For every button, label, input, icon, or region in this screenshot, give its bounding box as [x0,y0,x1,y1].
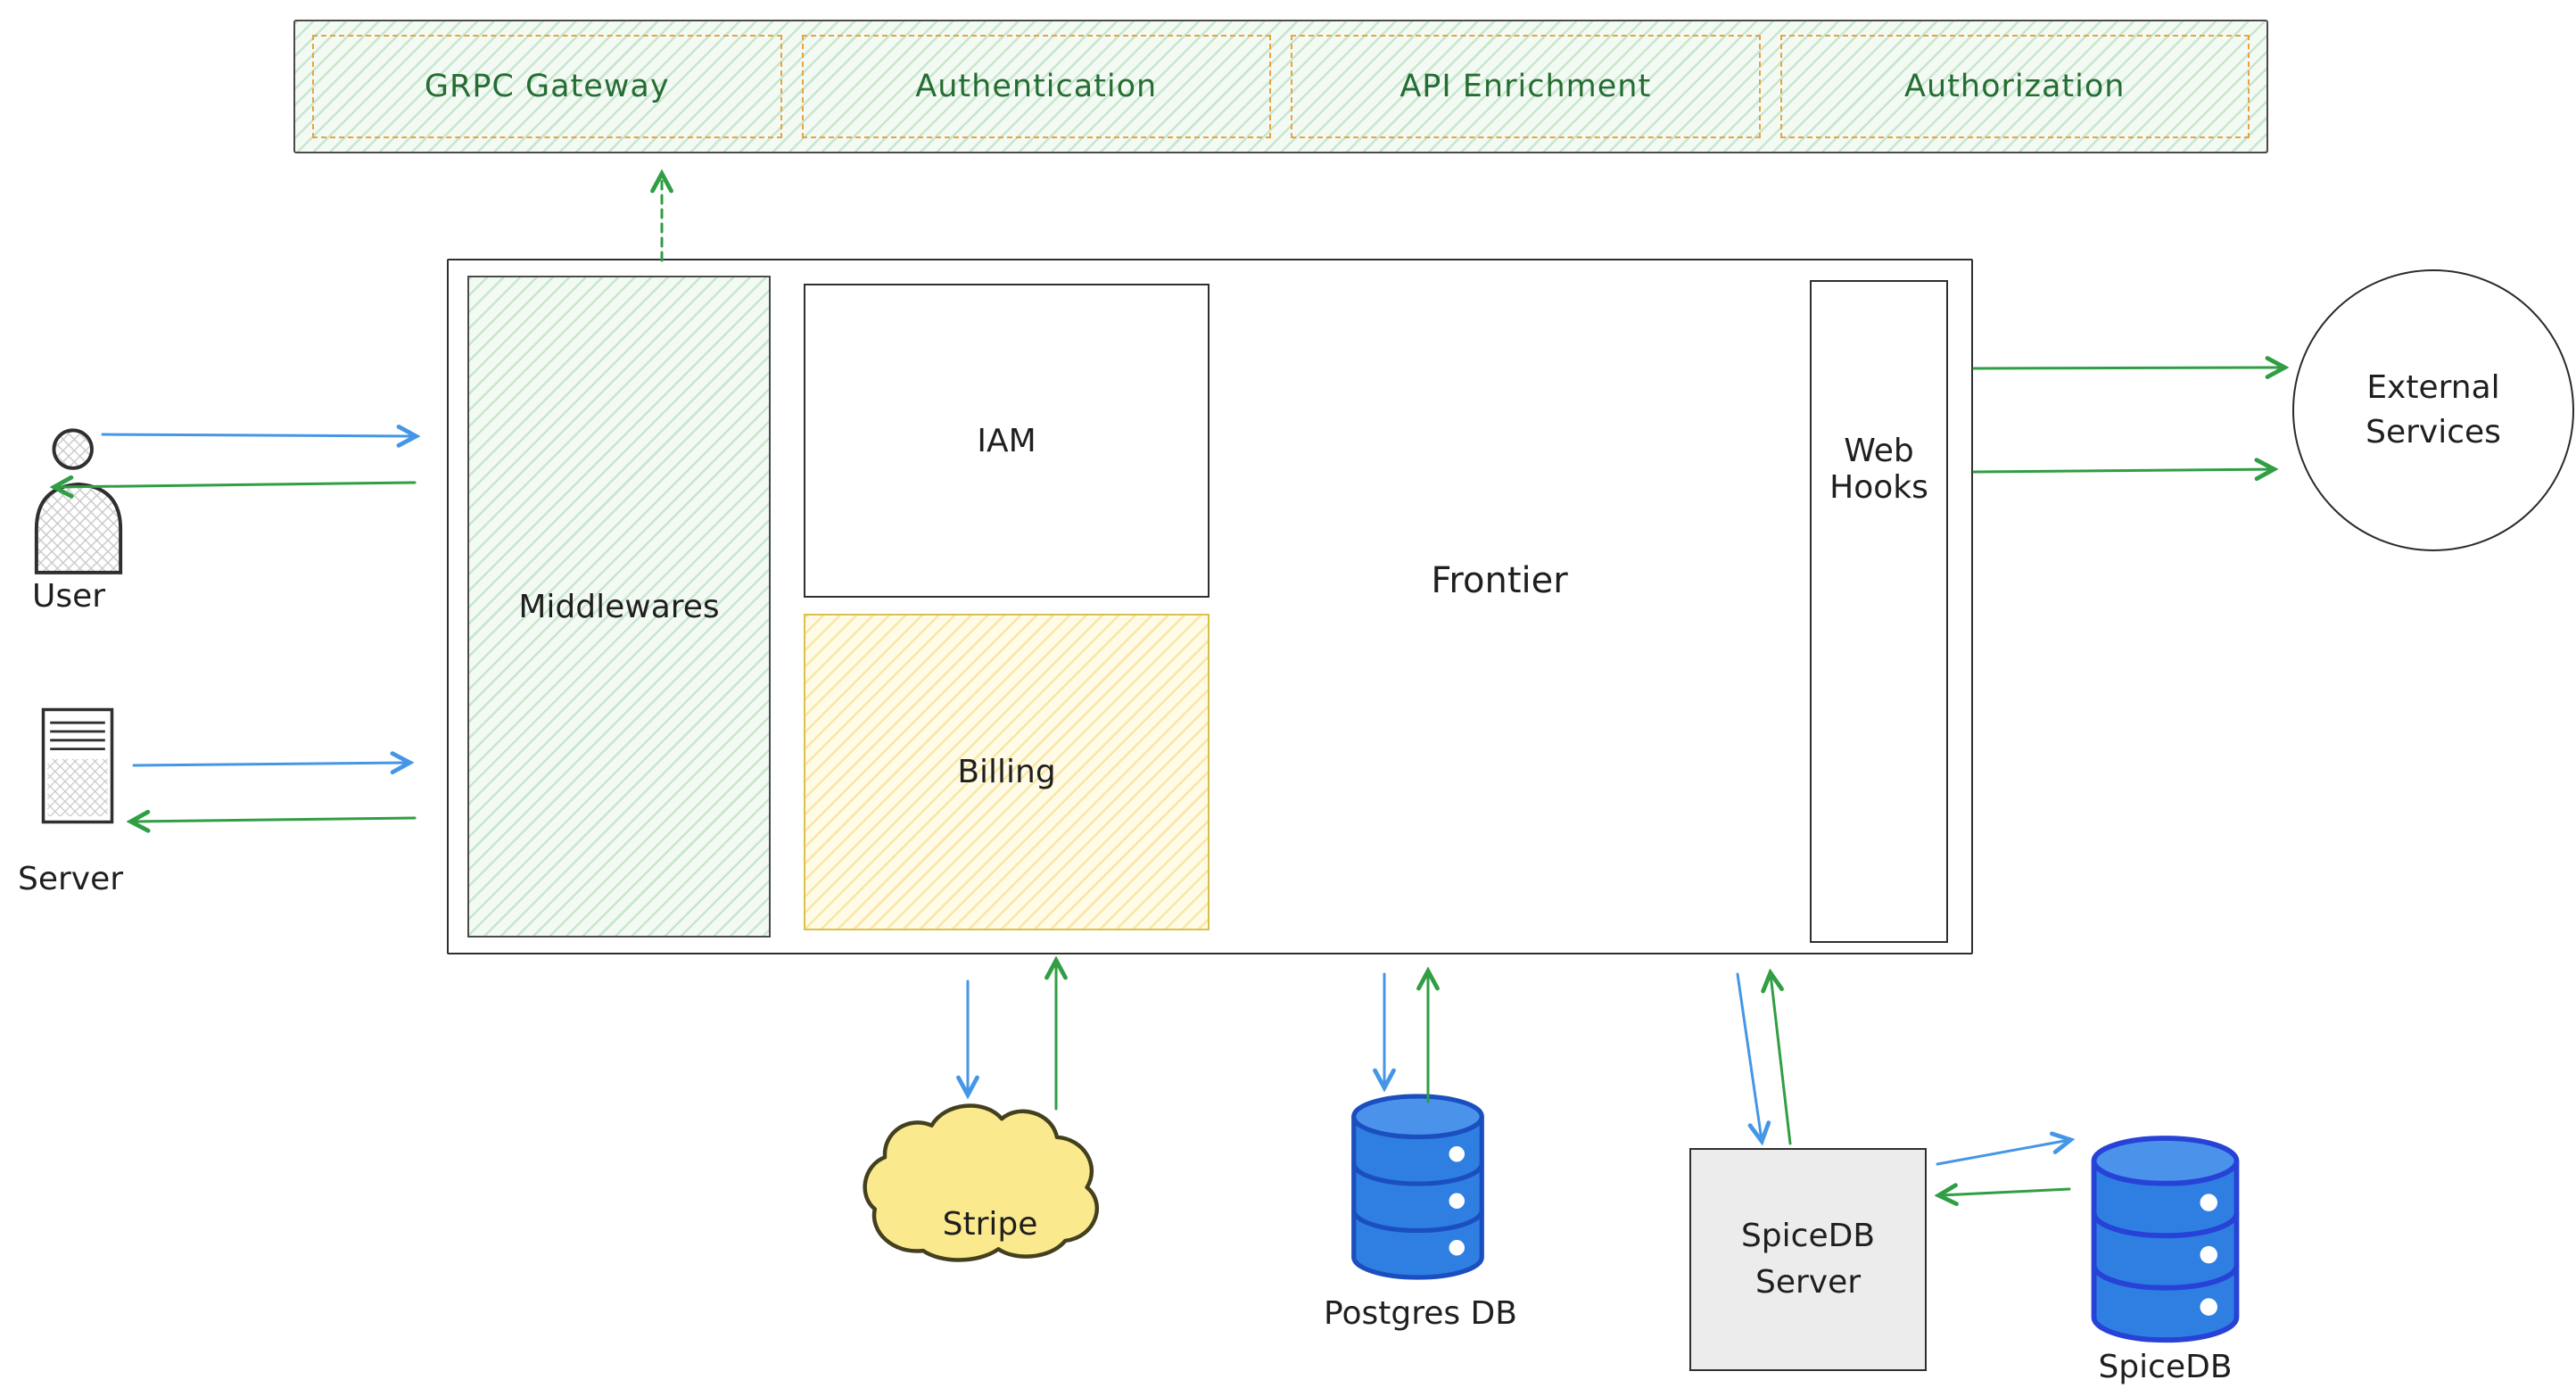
spicedb-icon [2091,1136,2240,1343]
pipeline-grpc-gateway-label: GRPC Gateway [424,69,670,104]
pipeline-api-enrichment-label: API Enrichment [1399,69,1652,104]
postgres-db-icon [1351,1094,1484,1280]
pipeline-authorization: Authorization [1779,35,2250,138]
pipeline-api-enrichment: API Enrichment [1291,35,1761,138]
iam-label: IAM [977,422,1036,459]
webhooks-box: Web Hooks [1810,280,1948,943]
stripe-label: Stripe [942,1206,1038,1243]
spicedb-label: SpiceDB [2098,1349,2233,1385]
spicedb-server-box: SpiceDB Server [1689,1148,1927,1371]
pipeline-authentication-label: Authentication [915,69,1158,104]
server-label: Server [17,861,124,897]
pipeline-grpc-gateway: GRPC Gateway [312,35,782,138]
server-icon [41,707,114,824]
stripe-cloud-icon [863,1103,1099,1262]
external-services-label: External Services [2365,368,2501,450]
middleware-pipeline-bar: GRPC Gateway Authentication API Enrichme… [293,20,2268,153]
user-icon [34,428,123,574]
billing-box: Billing [804,614,1210,930]
billing-label: Billing [957,754,1056,790]
pipeline-authorization-label: Authorization [1904,69,2126,104]
arrow-frontier-to-spicedb-server [1736,972,1762,1140]
middlewares-label: Middlewares [518,588,720,625]
external-services-node: External Services [2292,269,2574,551]
arrow-user-request [101,434,415,436]
pipeline-authentication: Authentication [801,35,1271,138]
arrow-to-external-bottom [1972,469,2273,472]
user-label: User [31,578,106,615]
spicedb-server-label: SpiceDB Server [1740,1217,1876,1301]
arrow-spicedb-server-to-frontier [1771,974,1792,1145]
arrow-server-to-spicedb [1936,1140,2069,1166]
middlewares-box: Middlewares [467,276,771,938]
arrow-spicedb-to-server [1940,1189,2071,1195]
webhooks-label: Web Hooks [1829,432,1928,506]
frontier-label: Frontier [1431,560,1568,601]
iam-box: IAM [804,284,1210,598]
arrow-server-response [132,818,417,822]
arrow-server-request [132,763,409,765]
postgres-db-label: Postgres DB [1324,1295,1517,1332]
